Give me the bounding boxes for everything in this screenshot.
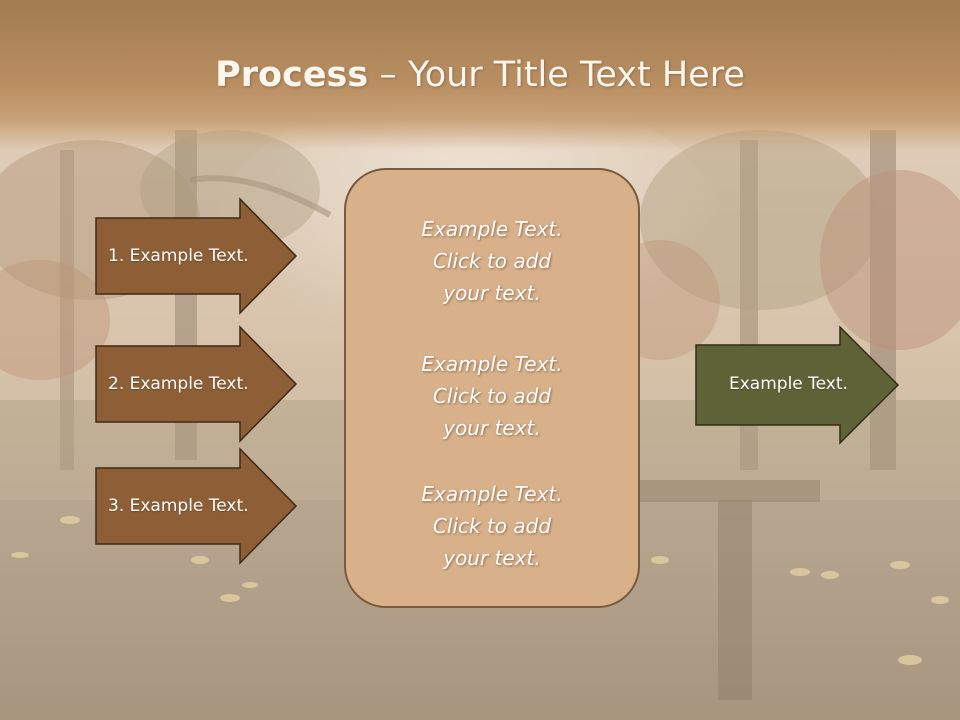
step-label-1: 1. Example Text. [108, 246, 249, 266]
step-arrow-3[interactable]: 3. Example Text. [95, 447, 298, 565]
center-block-2-line-1: Example Text. [421, 352, 563, 376]
center-block-1-line-2: Click to add [432, 249, 552, 273]
arrow-right-shape-icon [95, 197, 298, 315]
center-block-3-line-2: Click to add [432, 514, 552, 538]
title-rest-text: – Your Title Text Here [368, 55, 745, 95]
center-block-1[interactable]: Example Text. Click to add your text. [344, 213, 640, 309]
step-label-2: 2. Example Text. [108, 374, 249, 394]
center-block-3-line-3: your text. [443, 546, 541, 570]
center-block-2-line-2: Click to add [432, 384, 552, 408]
center-block-3-line-1: Example Text. [421, 482, 563, 506]
step-arrow-1[interactable]: 1. Example Text. [95, 197, 298, 315]
center-block-2-line-3: your text. [443, 416, 541, 440]
center-text-box[interactable] [344, 168, 640, 608]
step-arrow-2[interactable]: 2. Example Text. [95, 325, 298, 443]
title-bold-text: Process [215, 55, 369, 95]
center-block-2[interactable]: Example Text. Click to add your text. [344, 348, 640, 444]
arrow-right-shape-icon [95, 325, 298, 443]
center-block-3[interactable]: Example Text. Click to add your text. [344, 478, 640, 574]
title-band [0, 0, 960, 150]
result-label: Example Text. [729, 374, 848, 394]
center-block-1-line-3: your text. [443, 281, 541, 305]
arrow-right-shape-icon [695, 325, 900, 445]
center-block-1-line-1: Example Text. [421, 217, 563, 241]
step-label-3: 3. Example Text. [108, 496, 249, 516]
arrow-right-shape-icon [95, 447, 298, 565]
result-arrow[interactable]: Example Text. [695, 325, 900, 445]
slide-title[interactable]: Process – Your Title Text Here [0, 52, 960, 98]
